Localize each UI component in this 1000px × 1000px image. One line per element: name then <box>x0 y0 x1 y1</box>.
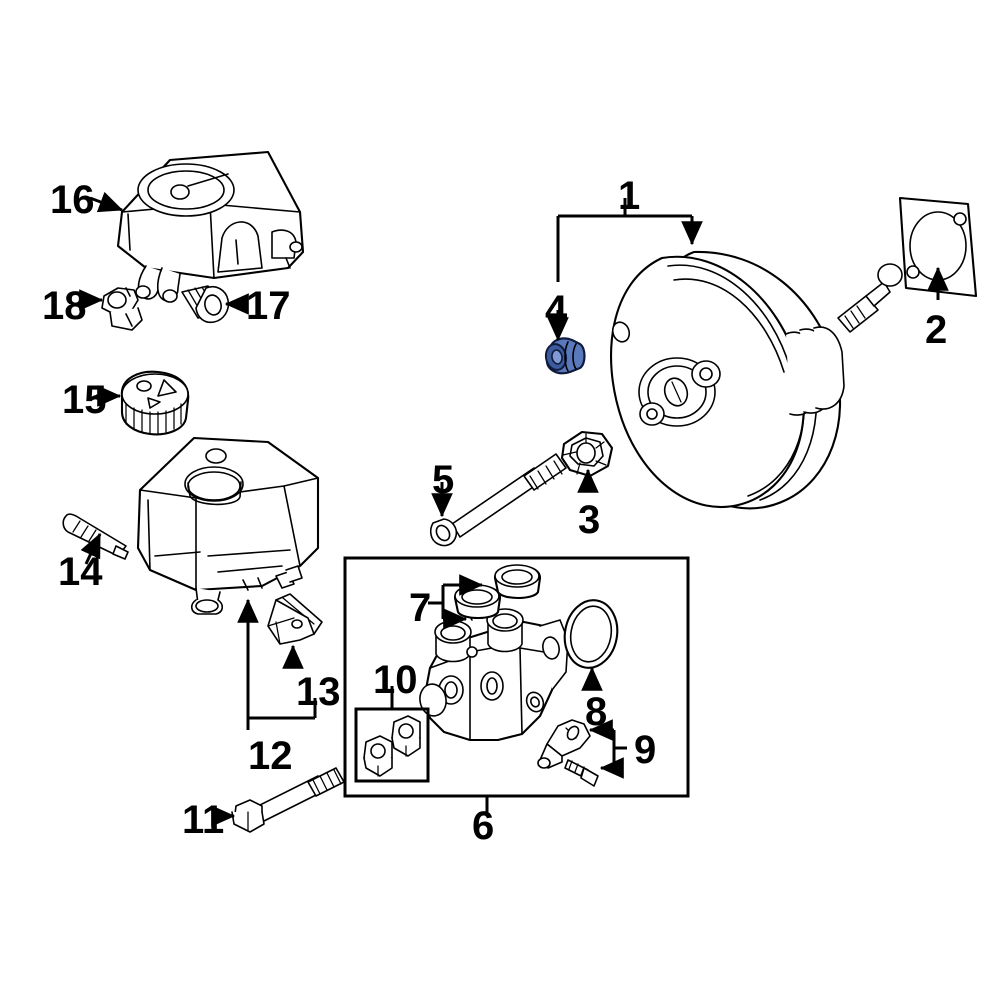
part-4-vacuum-hose-grommet-highlighted <box>544 337 586 375</box>
callout-label-3: 3 <box>578 498 601 542</box>
part-2-booster-gasket <box>898 196 978 298</box>
part-1-brake-booster <box>609 250 903 510</box>
part-18-cover-retainer-clip <box>101 287 143 331</box>
callout-label-5: 5 <box>432 458 455 502</box>
part-16-booster-cover-housing <box>116 150 305 303</box>
leader-lines <box>79 191 949 827</box>
callout-label-18: 18 <box>42 284 87 328</box>
callout-label-12: 12 <box>248 734 293 778</box>
part-15-reservoir-cap <box>120 370 190 436</box>
callout-label-9: 9 <box>634 728 657 772</box>
part-5-booster-bolt <box>429 453 567 547</box>
part-11-lower-mounting-bolt <box>231 767 345 833</box>
callout-label-15: 15 <box>62 378 107 422</box>
callout-label-4: 4 <box>545 288 568 332</box>
group-box-master-cylinder <box>343 556 690 798</box>
callout-label-14: 14 <box>58 550 103 594</box>
part-3-booster-mounting-nut <box>560 430 614 478</box>
part-12-fluid-reservoir <box>136 436 320 615</box>
part-8-master-cylinder-o-ring <box>563 599 619 669</box>
part-6-master-cylinder-body <box>419 608 569 742</box>
callout-label-13: 13 <box>296 670 341 714</box>
part-7-reservoir-seal-grommets <box>453 564 542 620</box>
part-13-fluid-level-sensor <box>267 593 323 645</box>
part-10-master-cylinder-nuts <box>363 715 421 777</box>
callout-label-17: 17 <box>246 284 291 328</box>
callout-label-8: 8 <box>585 690 608 734</box>
callout-label-6: 6 <box>472 804 495 848</box>
part-17-cover-bolt <box>181 285 230 324</box>
callout-label-1: 1 <box>618 174 641 218</box>
callout-label-10: 10 <box>373 658 418 702</box>
callout-label-7: 7 <box>409 586 432 630</box>
callout-label-2: 2 <box>925 308 948 352</box>
callout-label-11: 11 <box>182 798 225 842</box>
part-9-retainer-bracket-and-screw <box>537 719 599 787</box>
callout-label-16: 16 <box>50 178 95 222</box>
